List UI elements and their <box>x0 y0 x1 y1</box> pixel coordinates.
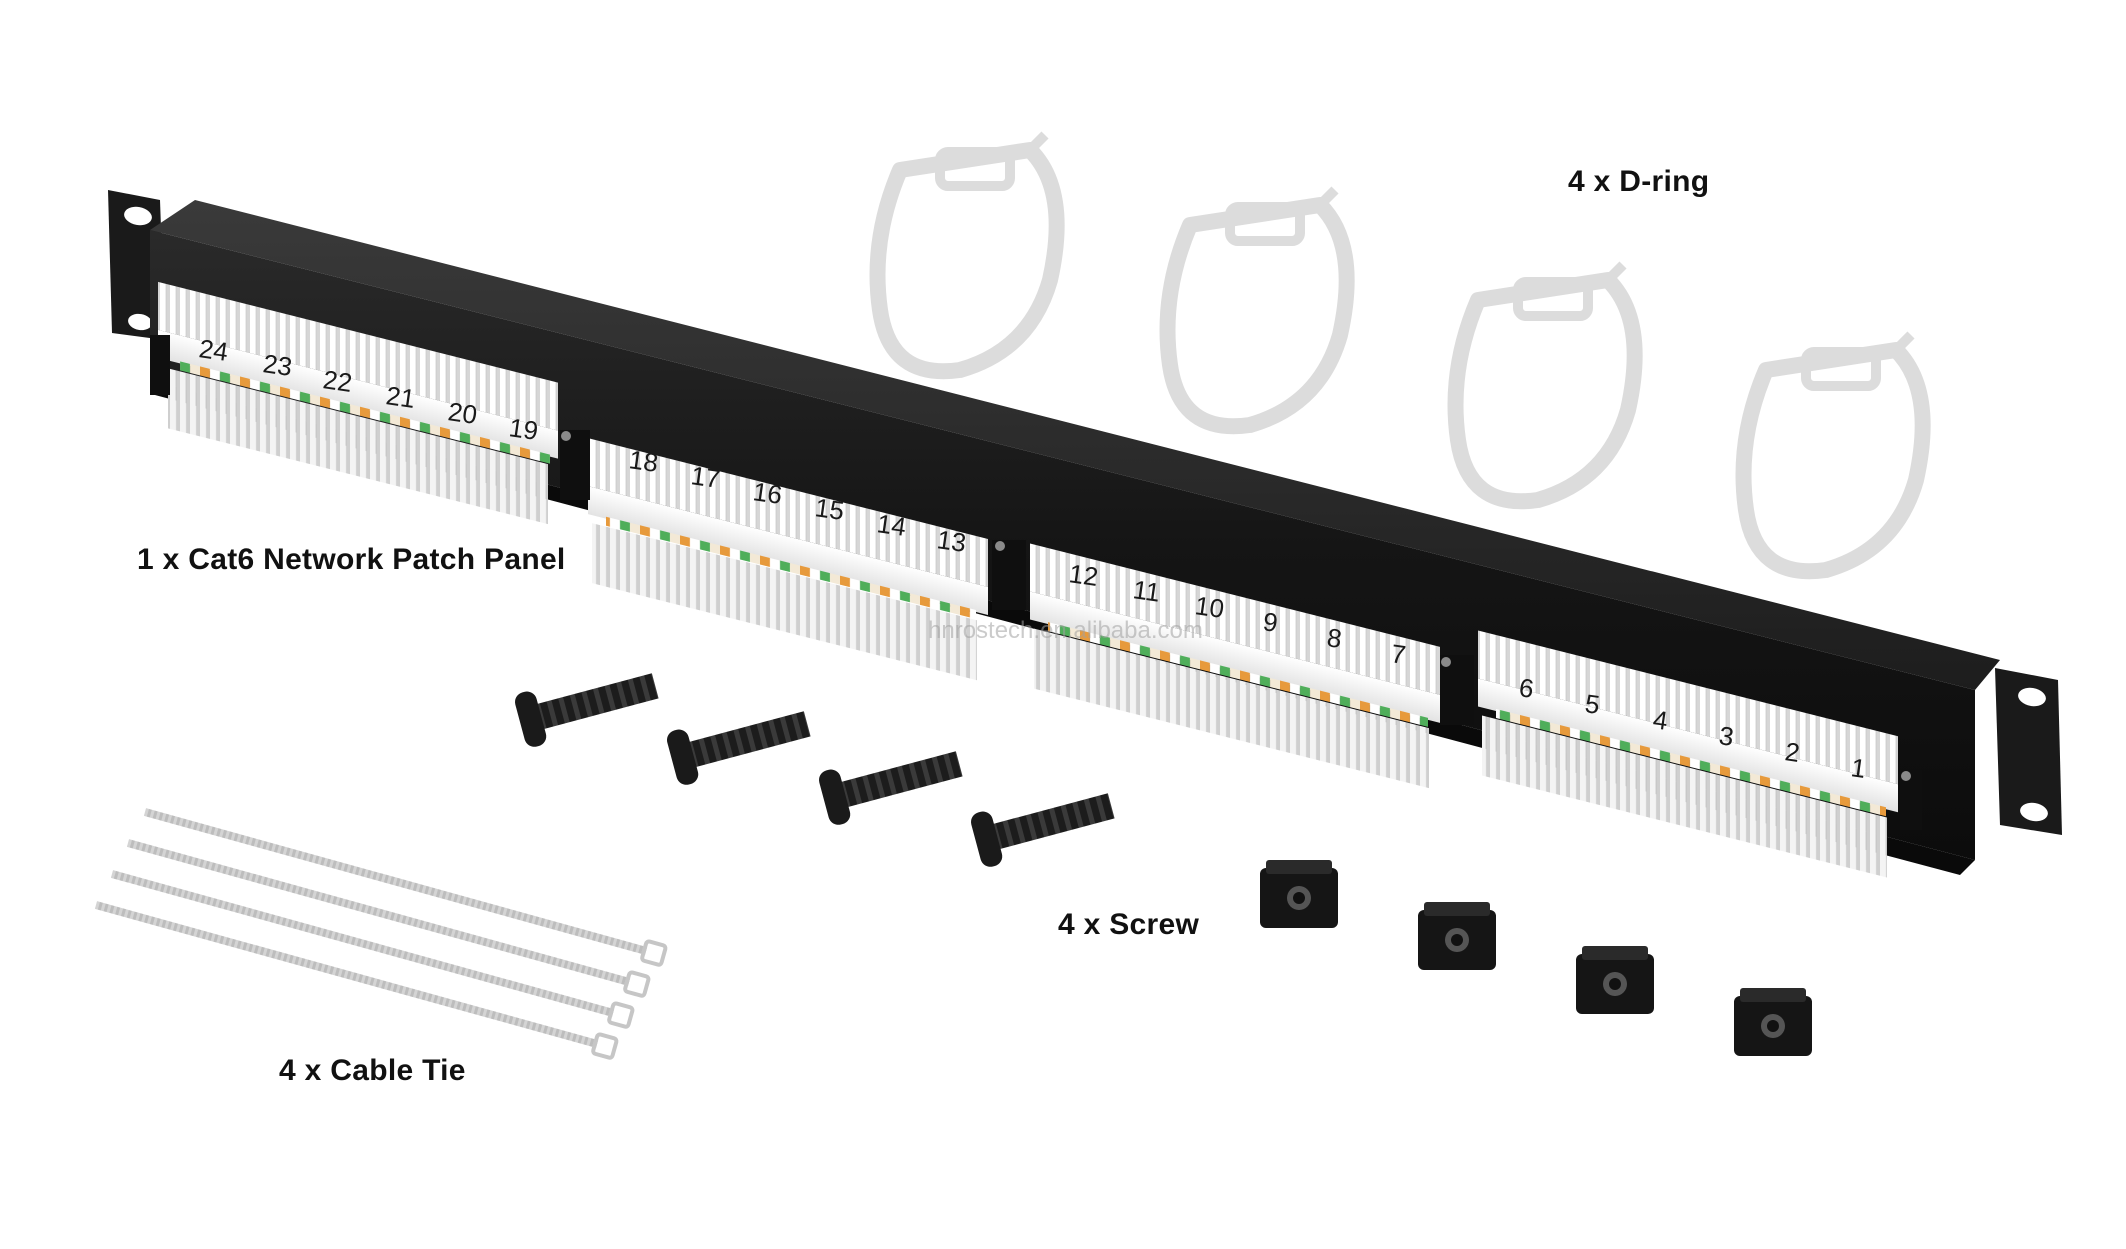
port-label: 13 <box>935 524 968 558</box>
port-label: 10 <box>1193 590 1226 624</box>
port-label: 20 <box>446 396 479 430</box>
port-label: 15 <box>813 492 846 526</box>
d-rings <box>869 131 1931 580</box>
cage-nut <box>1734 988 1812 1056</box>
port-label: 5 <box>1583 688 1602 720</box>
screws <box>515 673 1115 867</box>
port-label: 2 <box>1783 736 1802 768</box>
port-label: 7 <box>1389 638 1408 670</box>
cage-nuts <box>1260 860 1812 1056</box>
port-label: 24 <box>197 333 230 367</box>
port-module-18-13 <box>588 438 988 681</box>
port-label: 11 <box>1131 574 1162 607</box>
d-ring <box>1159 186 1355 435</box>
port-label: 9 <box>1261 606 1280 638</box>
panel-top-face <box>150 200 2000 690</box>
watermark: hnrostech.en.alibaba.com <box>928 617 1203 644</box>
port-label: 22 <box>321 364 354 398</box>
cable-tie <box>143 808 668 967</box>
port-label: 18 <box>627 444 660 478</box>
port-label: 4 <box>1651 704 1670 736</box>
cable-tie <box>126 839 651 998</box>
port-label: 17 <box>689 460 722 494</box>
port-label: 21 <box>384 380 417 414</box>
cable-tie-caption: 4 x Cable Tie <box>279 1054 466 1087</box>
port-module-6-1 <box>1478 630 1898 878</box>
port-label: 6 <box>1517 672 1536 704</box>
cage-nut <box>1576 946 1654 1014</box>
cable-ties <box>94 808 668 1060</box>
screw-caption: 4 x Screw <box>1058 908 1200 941</box>
port-module-24-19 <box>158 281 558 525</box>
d-ring <box>869 131 1065 380</box>
patch-panel: 24 23 22 21 20 19 18 17 16 15 14 13 12 1… <box>108 190 2062 878</box>
screw <box>515 673 659 747</box>
d-ring-caption: 4 x D-ring <box>1568 165 1710 198</box>
cage-nut <box>1418 902 1496 970</box>
port-label: 12 <box>1067 558 1100 592</box>
cable-tie <box>110 870 635 1029</box>
d-ring <box>1447 261 1643 510</box>
d-ring <box>1735 331 1931 580</box>
panel-right-ear <box>1995 668 2062 835</box>
port-label: 3 <box>1717 720 1736 752</box>
port-label: 19 <box>507 412 540 446</box>
port-label: 8 <box>1325 622 1344 654</box>
port-label: 14 <box>875 508 908 542</box>
port-label: 23 <box>261 348 294 382</box>
cage-nut <box>1260 860 1338 928</box>
screw <box>667 711 811 785</box>
port-label: 16 <box>751 476 784 510</box>
port-number-labels: 24 23 22 21 20 19 18 17 16 15 14 13 12 1… <box>197 333 1868 784</box>
screw <box>819 751 963 825</box>
module-clips <box>150 335 1922 830</box>
port-module-12-7 <box>1030 543 1440 789</box>
screw <box>971 793 1115 867</box>
patch-panel-caption: 1 x Cat6 Network Patch Panel <box>137 543 566 576</box>
cable-tie <box>94 901 619 1060</box>
port-label: 1 <box>1849 752 1868 784</box>
